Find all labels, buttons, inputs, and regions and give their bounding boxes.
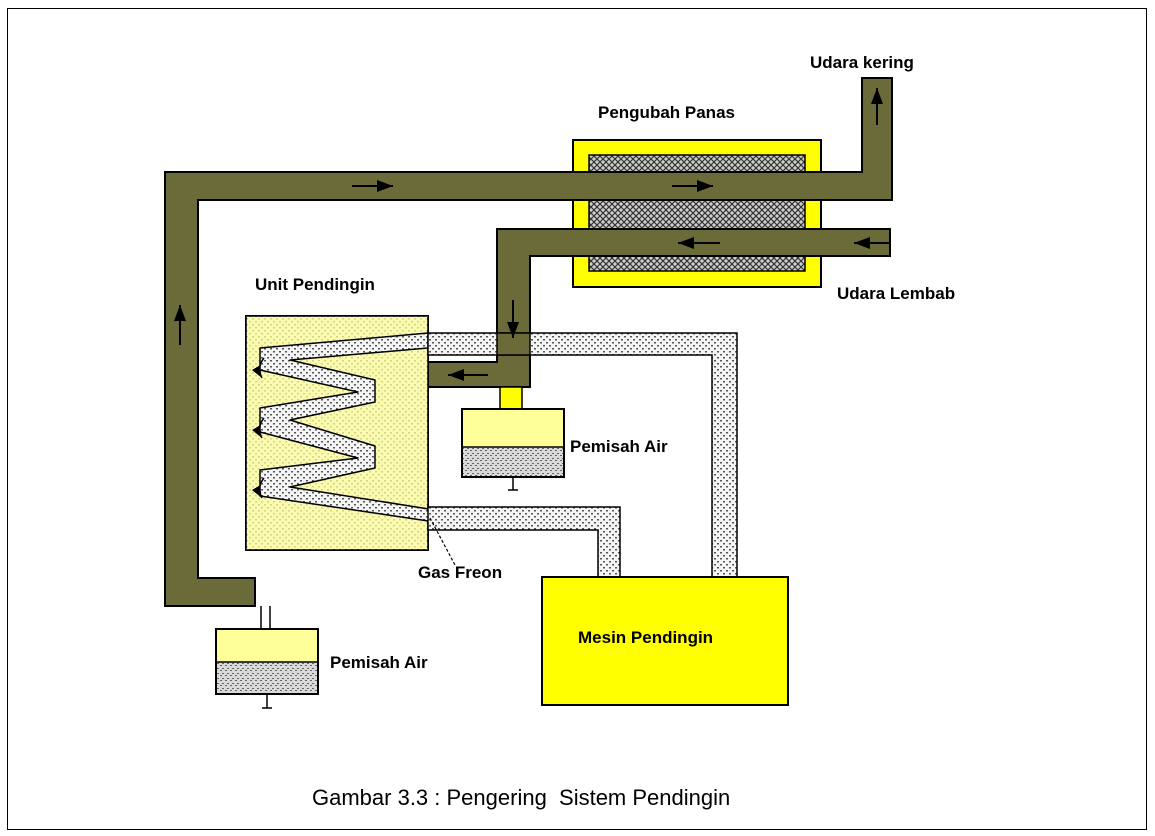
label-mesin-pendingin: Mesin Pendingin bbox=[578, 628, 713, 647]
flow-arrows bbox=[174, 88, 890, 381]
label-pemisah-air-lower: Pemisah Air bbox=[330, 653, 428, 672]
water-separator-lower bbox=[215, 606, 319, 709]
gas-freon-leader bbox=[429, 517, 456, 566]
refrigeration-machine bbox=[541, 576, 789, 706]
label-gas-freon: Gas Freon bbox=[418, 563, 502, 582]
figure-caption: Gambar 3.3 : Pengering Sistem Pendingin bbox=[312, 785, 730, 810]
humid-air-duct bbox=[427, 228, 891, 388]
dry-air-duct bbox=[164, 77, 893, 607]
label-pemisah-air-upper: Pemisah Air bbox=[570, 437, 668, 456]
label-udara-kering: Udara kering bbox=[810, 53, 914, 72]
label-pengubah-panas: Pengubah Panas bbox=[598, 103, 735, 122]
heat-exchanger bbox=[572, 139, 822, 288]
label-udara-lembab: Udara Lembab bbox=[837, 284, 955, 303]
water-separator-upper bbox=[461, 386, 565, 491]
figure-frame bbox=[7, 8, 1147, 830]
label-unit-pendingin: Unit Pendingin bbox=[255, 275, 375, 294]
